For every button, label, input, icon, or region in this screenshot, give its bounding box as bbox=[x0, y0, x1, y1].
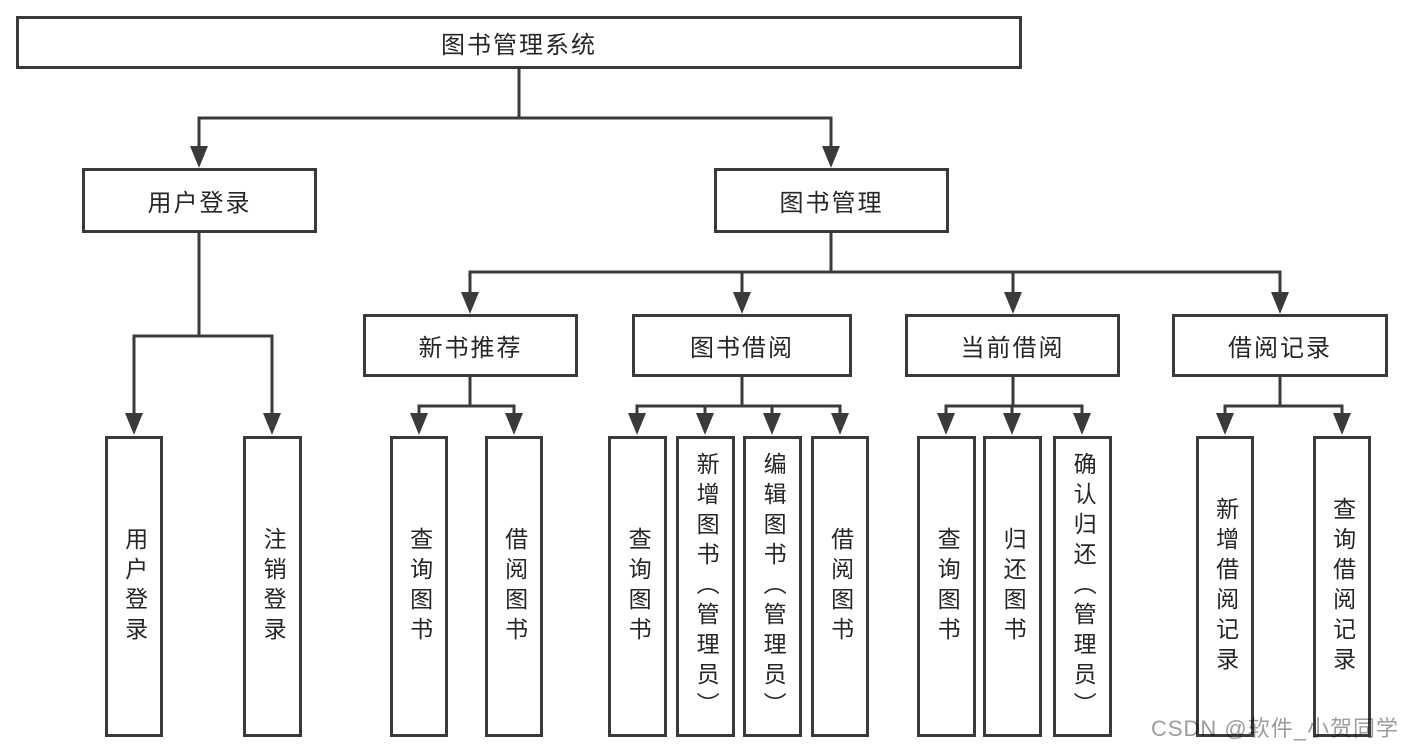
node-book-management: 图书管理 bbox=[714, 168, 949, 233]
node-book-borrowing: 图书借阅 bbox=[632, 314, 852, 377]
leaf-borrowing-borrow-books: 借阅图书 bbox=[811, 436, 869, 737]
node-new-book-recommendation: 新书推荐 bbox=[363, 314, 578, 377]
connector-new-book-recommendation-children bbox=[410, 375, 523, 435]
connector-user-login-children bbox=[125, 231, 281, 435]
leaf-current-return-books: 归还图书 bbox=[983, 436, 1042, 737]
node-library-system: 图书管理系统 bbox=[16, 16, 1022, 69]
leaf-records-add-borrow-record: 新增借阅记录 bbox=[1196, 436, 1254, 737]
node-current-borrowing: 当前借阅 bbox=[905, 314, 1120, 377]
leaf-recommend-query-books: 查询图书 bbox=[390, 436, 448, 737]
leaf-current-confirm-return-admin: 确认归还（管理员） bbox=[1053, 436, 1112, 737]
leaf-user-login: 用户登录 bbox=[105, 436, 163, 737]
connector-root-to-level2 bbox=[190, 67, 840, 168]
connector-current-borrowing-children bbox=[937, 375, 1091, 435]
connector-borrowing-records-children bbox=[1216, 375, 1351, 435]
leaf-recommend-borrow-books: 借阅图书 bbox=[485, 436, 543, 737]
leaf-borrowing-add-books-admin: 新增图书（管理员） bbox=[676, 436, 735, 737]
node-user-login: 用户登录 bbox=[82, 168, 317, 233]
connector-book-borrowing-children bbox=[628, 375, 849, 435]
watermark: CSDN @软件_小贺同学 bbox=[1150, 716, 1399, 741]
leaf-borrowing-edit-books-admin: 编辑图书（管理员） bbox=[743, 436, 802, 737]
node-borrowing-records: 借阅记录 bbox=[1172, 314, 1388, 377]
leaf-logout-login: 注销登录 bbox=[243, 436, 302, 737]
leaf-borrowing-query-books: 查询图书 bbox=[608, 436, 667, 737]
connector-book-management-children bbox=[461, 231, 1289, 314]
leaf-current-query-books: 查询图书 bbox=[917, 436, 976, 737]
leaf-records-query-borrow-record: 查询借阅记录 bbox=[1313, 436, 1371, 737]
